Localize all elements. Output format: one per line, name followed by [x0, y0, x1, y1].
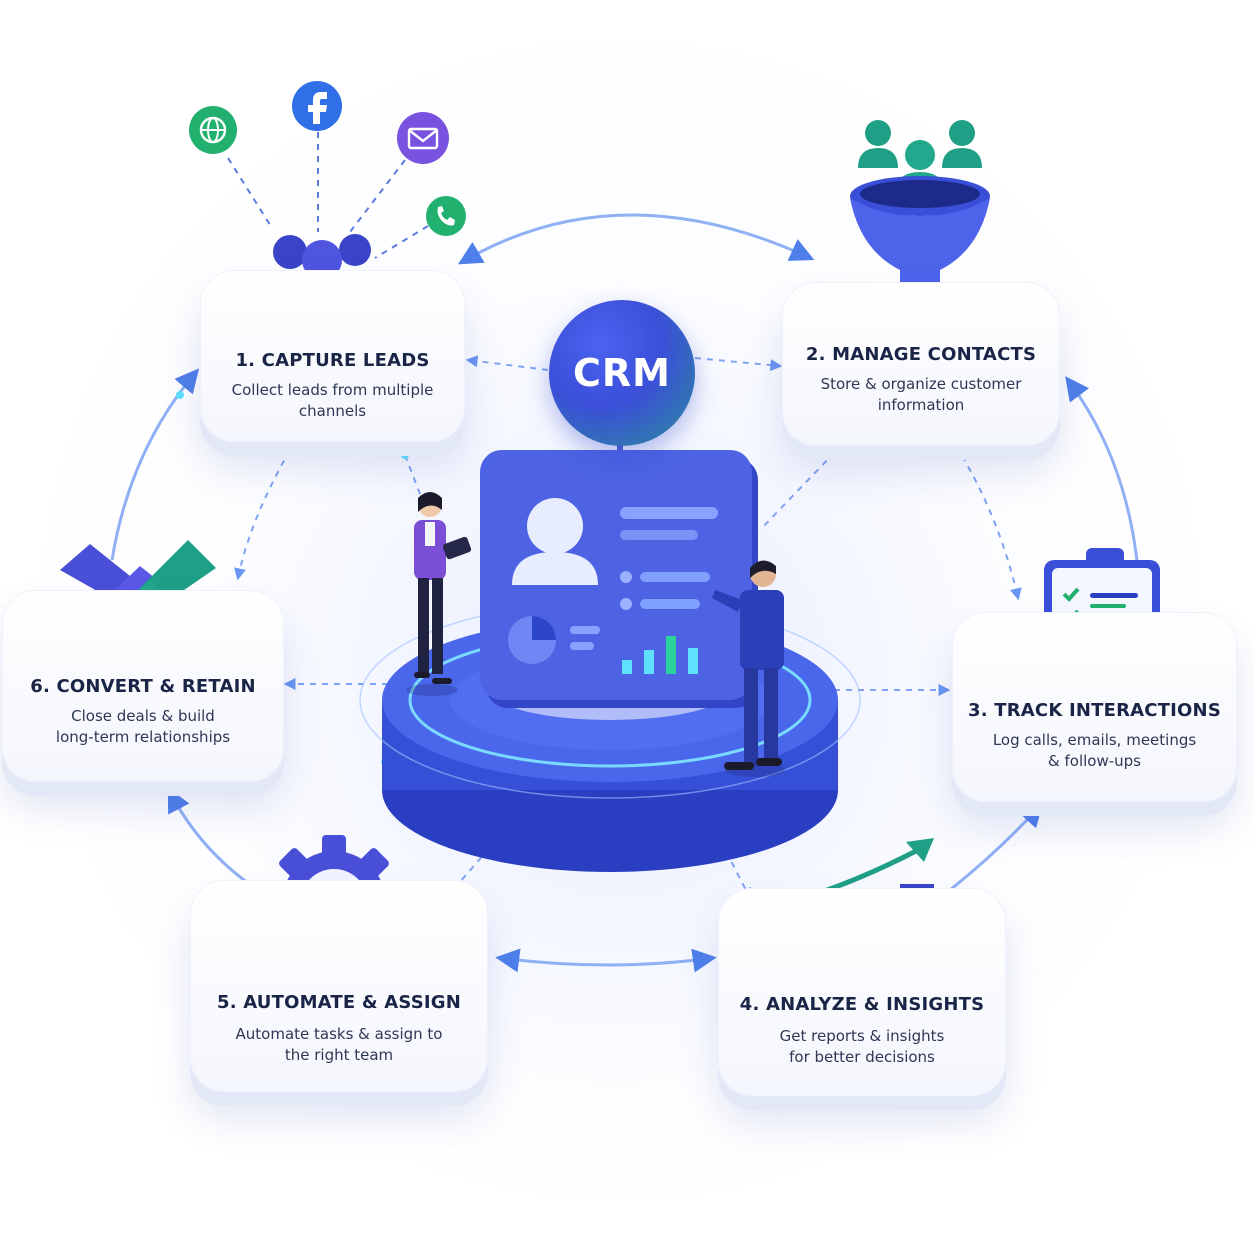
user-profile-icon: [512, 498, 598, 585]
man-pointing: [712, 560, 785, 777]
dashed-link-2-center: [759, 451, 836, 531]
step-card-automate-assign: 5. AUTOMATE & ASSIGN Automate tasks & as…: [190, 880, 488, 1092]
email-icon: [397, 112, 449, 164]
dashed-link-2-3: [961, 455, 1022, 601]
dashed-link-center-2: [694, 357, 783, 372]
step-description-line: Collect leads from multiple: [231, 381, 434, 399]
pie-chart-icon: [508, 616, 556, 664]
step-title: 1. CAPTURE LEADS: [235, 350, 430, 371]
step-card-capture-leads: 1. CAPTURE LEADS Collect leads from mult…: [200, 270, 465, 442]
step-description-line: Automate tasks & assign to: [235, 1025, 443, 1043]
cycle-arrow-4-5: [495, 948, 717, 973]
step-description-line: Close deals & build: [71, 707, 215, 725]
crm-label: CRM: [573, 351, 671, 395]
step-description-line: information: [877, 396, 965, 414]
dashed-link-phone: [374, 225, 429, 259]
cycle-arrow-3-4: [949, 802, 1044, 892]
step-description: Automate tasks & assign to the right tea…: [208, 1024, 470, 1066]
cycle-arrow-5-6: [167, 787, 256, 890]
step-description: Store & organize customer information: [800, 374, 1042, 416]
step-title: 3. TRACK INTERACTIONS: [968, 700, 1221, 721]
cycle-arrow-6-1: [110, 368, 200, 561]
step-card-manage-contacts: 2. MANAGE CONTACTS Store & organize cust…: [782, 282, 1060, 446]
step-card-track-interactions: 3. TRACK INTERACTIONS Log calls, emails,…: [952, 612, 1237, 802]
step-description-line: channels: [298, 402, 367, 420]
step-title: 6. CONVERT & RETAIN: [30, 676, 256, 697]
woman-with-tablet: [406, 492, 472, 696]
step-description-line: long-term relationships: [55, 728, 231, 746]
dashed-link-1-6: [234, 449, 291, 581]
step-title: 2. MANAGE CONTACTS: [805, 344, 1037, 365]
step-description-line: Log calls, emails, meetings: [992, 731, 1197, 749]
dashboard-screen: [480, 440, 758, 708]
step-description-line: Store & organize customer: [820, 375, 1022, 393]
step-description: Collect leads from multiple channels: [218, 380, 447, 422]
step-title: 4. ANALYZE & INSIGHTS: [739, 994, 985, 1015]
step-description: Log calls, emails, meetings & follow-ups: [970, 730, 1219, 772]
step-description-line: for better decisions: [789, 1048, 935, 1066]
globe-icon: [189, 106, 237, 154]
step-description-line: & follow-ups: [1048, 752, 1141, 770]
phone-icon: [426, 196, 466, 236]
step-card-convert-retain: 6. CONVERT & RETAIN Close deals & build …: [2, 590, 284, 782]
dashed-link-email: [349, 159, 406, 233]
step-description-line: the right team: [284, 1046, 394, 1064]
step-title: 5. AUTOMATE & ASSIGN: [216, 992, 462, 1013]
cycle-arrow-1-2: [457, 213, 815, 265]
step-card-analyze-insights: 4. ANALYZE & INSIGHTS Get reports & insi…: [718, 888, 1006, 1096]
crm-badge: CRM: [549, 300, 695, 446]
dashed-link-center-1: [465, 355, 549, 371]
facebook-icon: [292, 81, 342, 131]
step-description-line: Get reports & insights: [779, 1027, 945, 1045]
step-description: Close deals & build long-term relationsh…: [20, 706, 266, 748]
bar-chart-icon: [622, 636, 698, 674]
step-description: Get reports & insights for better decisi…: [736, 1026, 988, 1068]
dashed-link-globe: [227, 157, 273, 229]
